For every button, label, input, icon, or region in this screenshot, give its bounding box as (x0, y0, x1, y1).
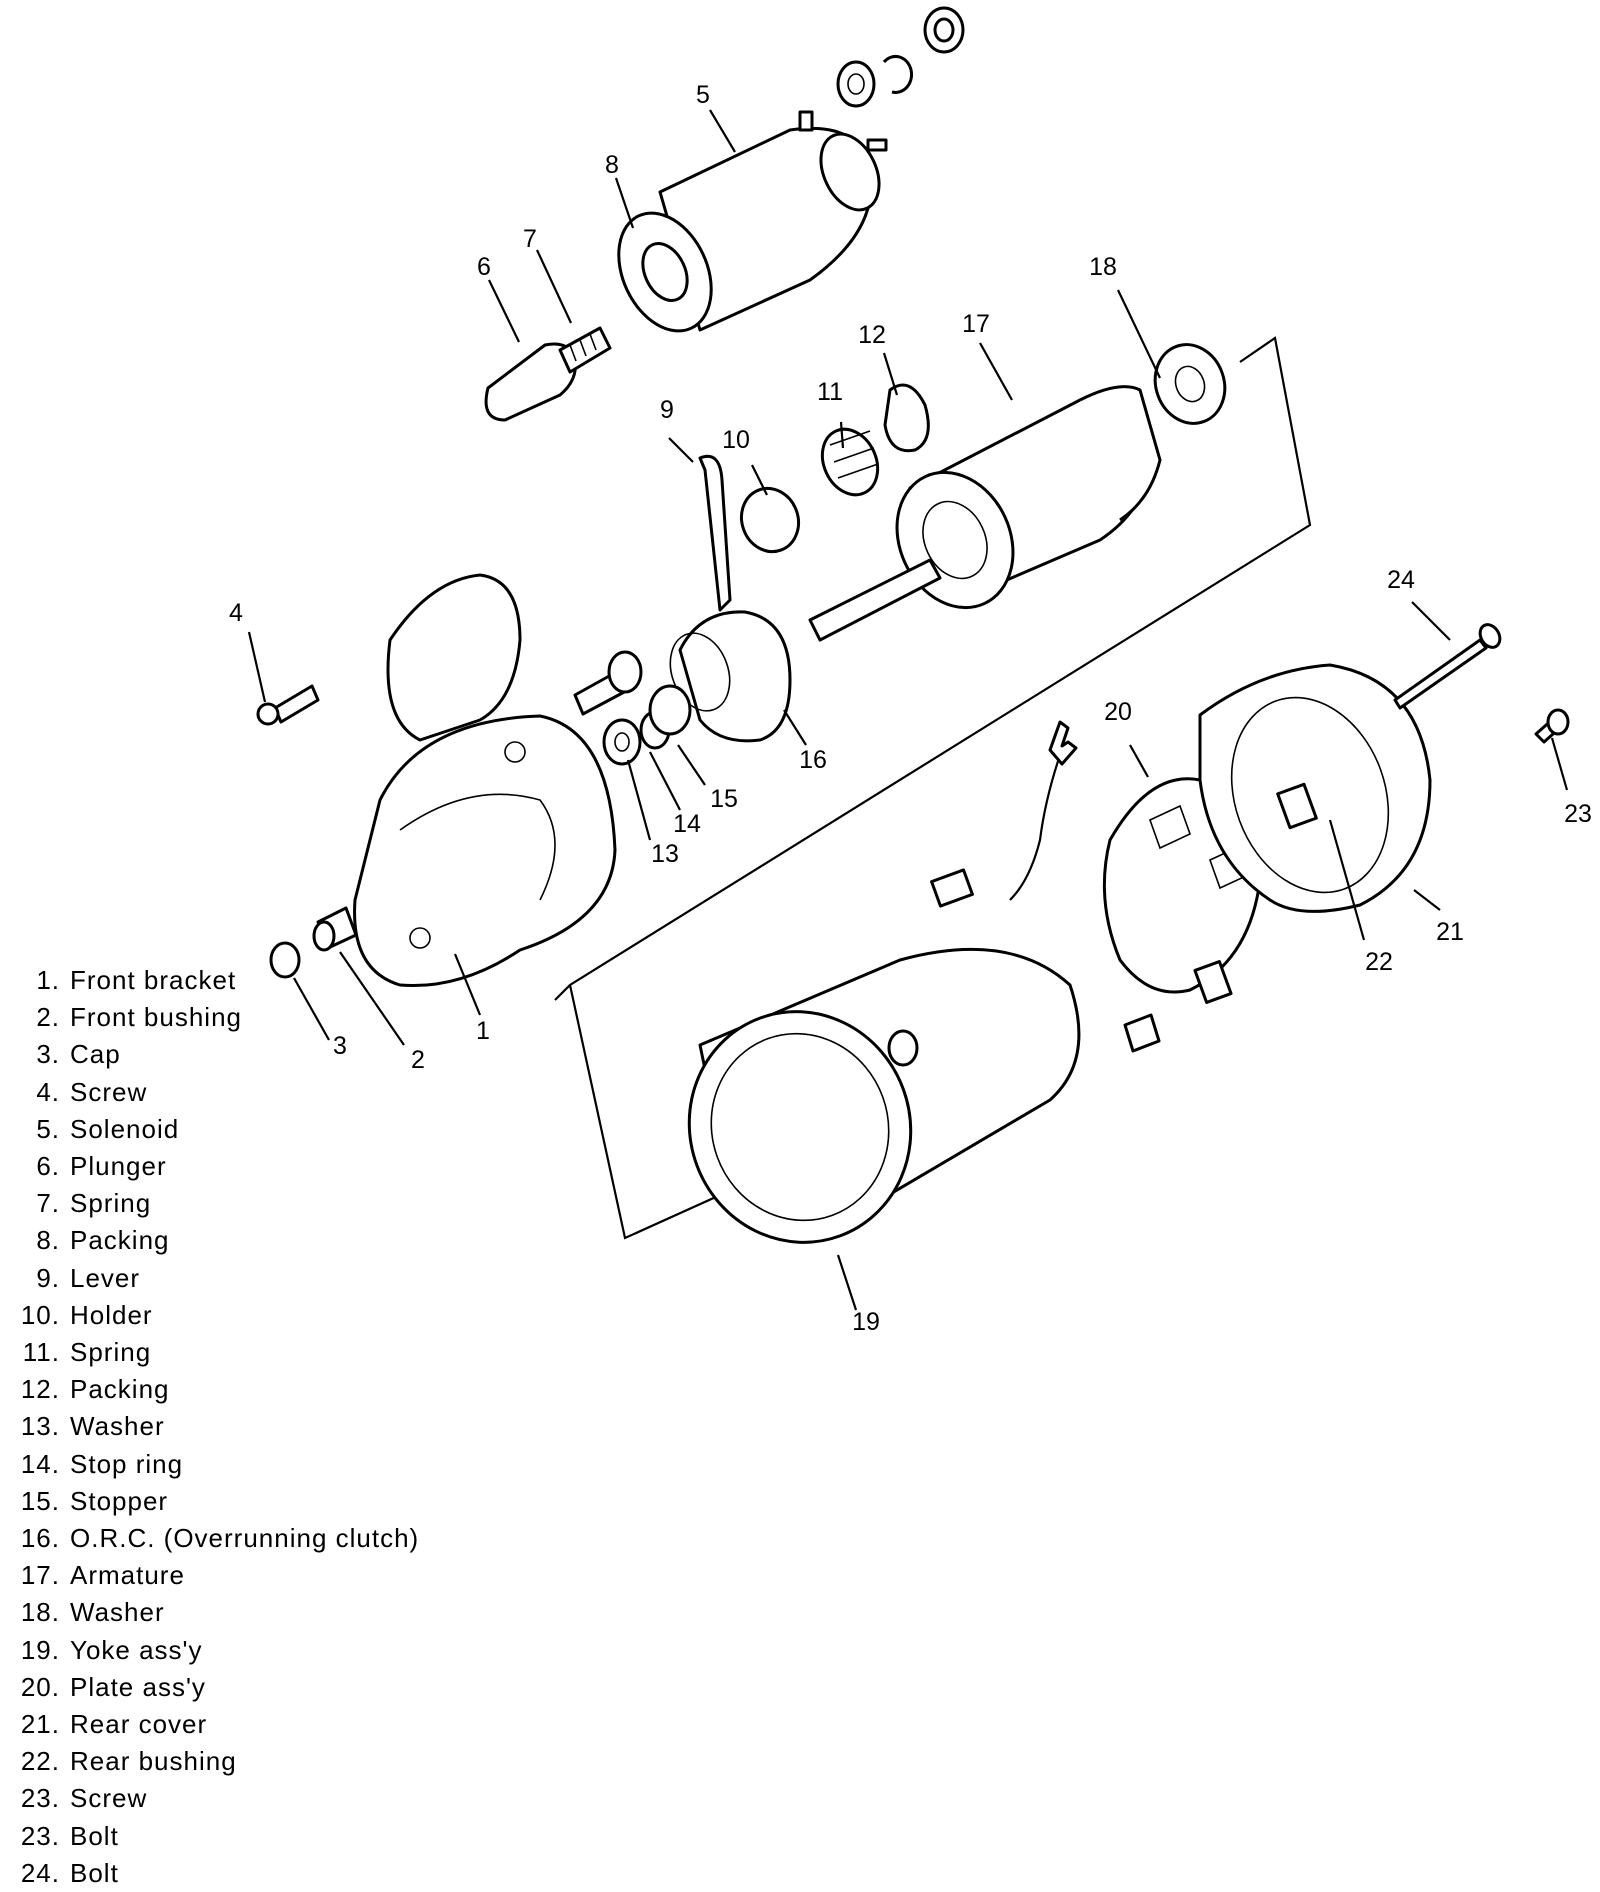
overrunning-clutch (669, 610, 792, 743)
legend-item: 5.Solenoid (36, 1113, 180, 1144)
callout-labels: 5 8 6 7 18 17 12 11 9 10 24 4 20 23 16 1… (229, 81, 1592, 1336)
armature (808, 385, 1162, 642)
legend-item: 19.Yoke ass'y (20, 1634, 203, 1665)
callout-10: 10 (722, 426, 750, 454)
legend-item: 13.Washer (20, 1411, 165, 1442)
screw-4 (256, 684, 320, 726)
screw-23 (1534, 708, 1570, 744)
solenoid (658, 110, 888, 332)
spring-11 (820, 427, 880, 497)
callout-6: 6 (477, 253, 491, 281)
legend-item: 24.Bolt (20, 1857, 119, 1888)
legend-item: 16.O.R.C. (Overrunning clutch) (20, 1523, 420, 1554)
legend-item: 22.Rear bushing (20, 1746, 237, 1777)
top-washers (836, 6, 965, 108)
callout-16: 16 (799, 746, 827, 774)
legend-item: 20.Plate ass'y (20, 1671, 206, 1702)
callout-7: 7 (523, 225, 537, 253)
packing-8 (617, 211, 713, 333)
small-bolt (573, 650, 643, 716)
packing-12 (883, 383, 930, 453)
lever-9 (698, 454, 732, 612)
callout-14: 14 (673, 810, 701, 838)
stopper-15 (648, 684, 692, 736)
callout-17: 17 (962, 310, 990, 338)
legend-item: 1.Front bracket (36, 965, 237, 995)
legend-item: 23.Bolt (20, 1820, 119, 1851)
leader-lines (247, 109, 1569, 1311)
cap (269, 941, 301, 979)
callout-18: 18 (1089, 253, 1117, 281)
legend-item: 4.Screw (36, 1076, 148, 1107)
bolt-24 (1393, 623, 1502, 710)
callout-20: 20 (1104, 698, 1132, 726)
legend-item: 2.Front bushing (36, 1002, 242, 1033)
legend-item: 9.Lever (36, 1262, 141, 1293)
callout-3: 3 (333, 1032, 347, 1060)
legend-item: 6.Plunger (36, 1151, 167, 1182)
legend-item: 12.Packing (20, 1374, 170, 1405)
legend-item: 8.Packing (36, 1225, 170, 1256)
yoke (687, 868, 1161, 1244)
front-bushing (312, 906, 358, 952)
legend-item: 11.Spring (22, 1337, 152, 1368)
callout-8: 8 (605, 151, 619, 179)
callout-5: 5 (696, 81, 710, 109)
terminal-wire (1009, 754, 1062, 901)
callout-1: 1 (476, 1017, 490, 1045)
parts-legend: 1.Front bracket 2.Front bushing 3.Cap 4.… (20, 962, 419, 1892)
callout-24: 24 (1387, 566, 1415, 594)
callout-9: 9 (660, 396, 674, 424)
assembly-frame-upper (554, 336, 1312, 1001)
terminal-lug (1048, 720, 1078, 766)
plunger (484, 326, 612, 422)
legend-item: 17.Armature (20, 1560, 185, 1591)
legend-item: 21.Rear cover (20, 1709, 208, 1740)
callout-22: 22 (1365, 948, 1393, 976)
callout-23: 23 (1564, 800, 1592, 828)
callout-11: 11 (817, 378, 843, 406)
washer-18 (1153, 343, 1227, 425)
legend-item: 10.Holder (20, 1299, 153, 1330)
washer-13 (602, 718, 642, 766)
legend-item: 3.Cap (36, 1039, 121, 1070)
legend-item: 15.Stopper (20, 1485, 169, 1516)
legend-item: 23.Screw (20, 1783, 148, 1814)
holder-10 (740, 486, 800, 554)
callout-2: 2 (411, 1046, 425, 1074)
rear-cover (1198, 663, 1432, 913)
callout-19: 19 (852, 1308, 880, 1336)
callout-13: 13 (651, 840, 679, 868)
legend-item: 18.Washer (20, 1597, 165, 1628)
legend-item: 7.Spring (36, 1188, 152, 1219)
callout-21: 21 (1436, 918, 1464, 946)
front-bracket (353, 573, 617, 988)
callout-12: 12 (858, 321, 886, 349)
legend-item: 14.Stop ring (20, 1448, 184, 1479)
callout-4: 4 (229, 599, 243, 627)
callout-15: 15 (710, 785, 738, 813)
